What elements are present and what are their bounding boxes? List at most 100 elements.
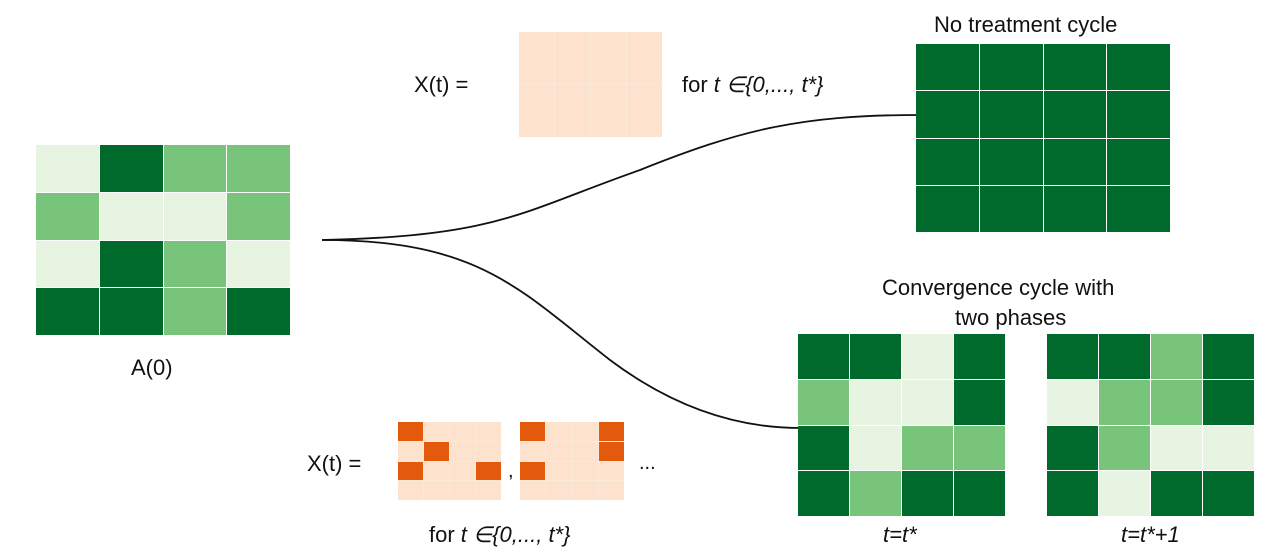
treatment-matrix-separator: ,	[508, 460, 514, 482]
matrix-cell-orange	[520, 461, 546, 481]
matrix-cell-orange	[398, 422, 423, 441]
matrix-cell-dark-green	[798, 471, 849, 516]
matrix-cell-dark-green	[1043, 138, 1107, 185]
matrix-cell-light-peach	[546, 422, 572, 441]
matrix-cell-light-peach	[450, 481, 475, 500]
matrix-cell-orange	[598, 422, 624, 441]
matrix-cell-dark-green	[1203, 334, 1254, 379]
branch-curve-convergence	[321, 239, 801, 429]
matrix-cell-light-peach	[398, 441, 423, 461]
branch-curve-no-treatment	[321, 114, 919, 241]
matrix-cell-light-peach	[572, 441, 598, 461]
matrix-cell-dark-green	[1203, 379, 1254, 425]
matrix-cell-light-peach	[476, 422, 501, 441]
convergence-phase1-grid	[798, 334, 1005, 516]
matrix-cell-medium-green	[1099, 379, 1150, 425]
matrix-cell-light-peach	[424, 461, 449, 481]
no-treatment-title: No treatment cycle	[934, 12, 1118, 37]
matrix-cell-orange	[398, 461, 423, 481]
matrix-cell-light-peach	[398, 481, 423, 500]
no-treatment-range-math: t ∈{0,..., t*}	[713, 72, 824, 97]
matrix-cell-dark-green	[1107, 44, 1170, 91]
matrix-cell-light-peach	[591, 85, 626, 137]
matrix-cell-dark-green	[902, 471, 953, 516]
matrix-cell-dark-green	[36, 288, 99, 335]
matrix-cell-dark-green	[954, 334, 1005, 379]
matrix-cell-light-green	[36, 240, 99, 288]
matrix-cell-light-green	[227, 240, 290, 288]
matrix-cell-light-peach	[520, 481, 546, 500]
matrix-cell-dark-green	[916, 44, 979, 91]
matrix-cell-light-peach	[520, 441, 546, 461]
matrix-cell-light-peach	[572, 422, 598, 441]
initial-state-grid	[36, 145, 290, 335]
matrix-cell-light-peach	[627, 85, 662, 137]
no-treatment-range: for t ∈{0,..., t*}	[682, 72, 823, 98]
matrix-cell-light-green	[850, 425, 901, 471]
treatment-range: for t ∈{0,..., t*}	[429, 522, 570, 548]
matrix-cell-light-green	[1047, 379, 1098, 425]
matrix-cell-medium-green	[36, 192, 99, 240]
matrix-cell-light-peach	[450, 441, 475, 461]
no-treatment-range-prefix: for	[682, 72, 714, 97]
treatment-x-matrix-2	[520, 422, 624, 500]
matrix-cell-light-green	[1203, 425, 1254, 471]
matrix-cell-light-green	[902, 379, 953, 425]
matrix-cell-light-peach	[591, 32, 626, 84]
matrix-cell-light-green	[850, 379, 901, 425]
matrix-cell-light-peach	[424, 422, 449, 441]
matrix-cell-dark-green	[954, 379, 1005, 425]
matrix-cell-medium-green	[163, 288, 227, 335]
matrix-cell-dark-green	[916, 91, 979, 138]
matrix-cell-light-peach	[546, 481, 572, 500]
matrix-cell-light-peach	[546, 441, 572, 461]
matrix-cell-light-green	[163, 192, 227, 240]
convergence-phase2-grid	[1047, 334, 1254, 516]
matrix-cell-orange	[598, 441, 624, 461]
matrix-cell-dark-green	[1107, 138, 1170, 185]
matrix-cell-dark-green	[1107, 185, 1170, 232]
matrix-cell-light-peach	[476, 441, 501, 461]
matrix-cell-dark-green	[1047, 425, 1098, 471]
matrix-cell-dark-green	[916, 138, 979, 185]
matrix-cell-medium-green	[163, 240, 227, 288]
matrix-cell-light-peach	[546, 461, 572, 481]
matrix-cell-dark-green	[99, 288, 163, 335]
matrix-cell-dark-green	[1203, 471, 1254, 516]
matrix-cell-dark-green	[979, 91, 1043, 138]
matrix-cell-medium-green	[1099, 425, 1150, 471]
matrix-cell-dark-green	[99, 145, 163, 192]
matrix-cell-light-peach	[598, 481, 624, 500]
no-treatment-result-grid	[916, 44, 1170, 232]
treatment-ellipsis: ...	[639, 452, 656, 474]
matrix-cell-light-green	[99, 192, 163, 240]
matrix-cell-dark-green	[850, 334, 901, 379]
matrix-cell-light-peach	[555, 85, 590, 137]
matrix-cell-dark-green	[916, 185, 979, 232]
matrix-cell-dark-green	[979, 44, 1043, 91]
matrix-cell-light-peach	[424, 481, 449, 500]
matrix-cell-dark-green	[1043, 185, 1107, 232]
matrix-cell-dark-green	[1151, 471, 1202, 516]
matrix-cell-light-peach	[598, 461, 624, 481]
matrix-cell-orange	[476, 461, 501, 481]
matrix-cell-dark-green	[1047, 334, 1098, 379]
matrix-cell-medium-green	[227, 192, 290, 240]
matrix-cell-dark-green	[99, 240, 163, 288]
matrix-cell-orange	[520, 422, 546, 441]
matrix-cell-medium-green	[1151, 379, 1202, 425]
convergence-title-line1: Convergence cycle with	[882, 275, 1115, 300]
convergence-phase2-label: t=t*+1	[1121, 522, 1180, 547]
matrix-cell-dark-green	[1047, 471, 1098, 516]
matrix-cell-dark-green	[798, 425, 849, 471]
matrix-cell-dark-green	[798, 334, 849, 379]
matrix-cell-dark-green	[979, 185, 1043, 232]
matrix-cell-dark-green	[1099, 334, 1150, 379]
treatment-x-matrix-1	[398, 422, 501, 500]
matrix-cell-light-peach	[519, 85, 554, 137]
matrix-cell-light-peach	[519, 32, 554, 84]
no-treatment-x-matrix	[519, 32, 662, 137]
matrix-cell-orange	[424, 441, 449, 461]
convergence-phase1-label: t=t*	[883, 522, 917, 547]
